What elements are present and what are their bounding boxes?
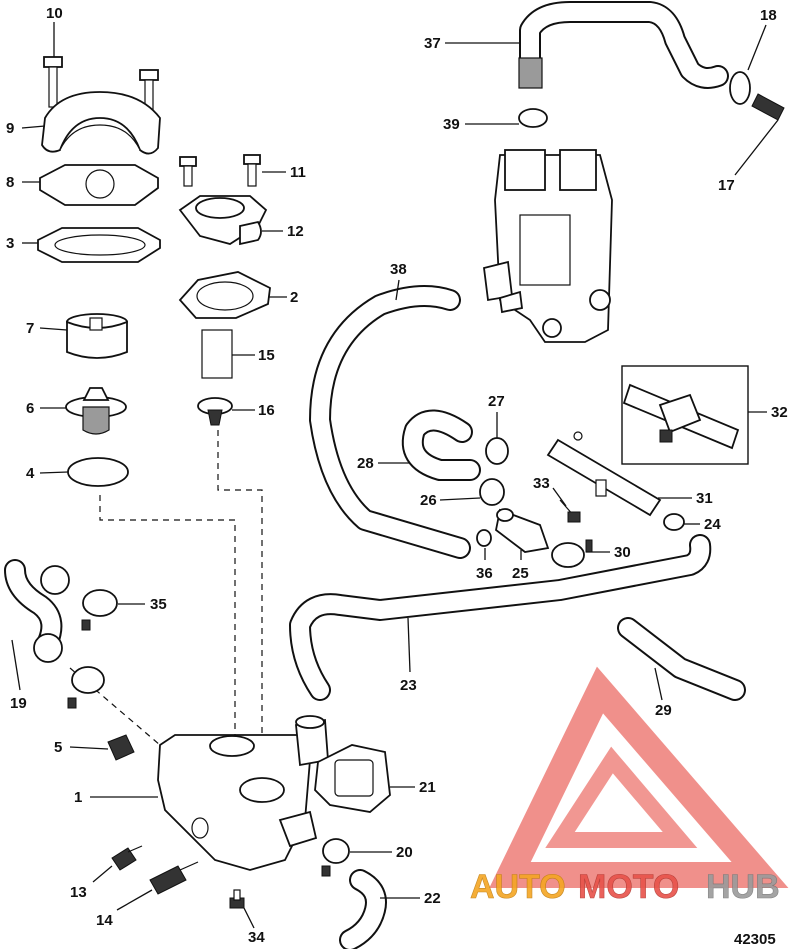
callout-4: 4 [26, 465, 35, 482]
part-9-cover [41, 91, 161, 155]
watermark-moto: MOTO [578, 868, 679, 906]
part-7-sleeve [66, 313, 128, 359]
part-31-tube [546, 431, 662, 517]
part-38-hose [309, 285, 471, 559]
part-21-gasket [314, 744, 391, 813]
callout-19: 19 [10, 695, 27, 712]
part-13-sensor [111, 845, 143, 871]
part-5-plug [107, 734, 135, 761]
part-16-valve [197, 397, 233, 426]
callout-37: 37 [424, 35, 441, 52]
part-15-spring [201, 329, 233, 379]
pump-assembly [483, 149, 613, 343]
callout-33: 33 [533, 475, 550, 492]
callout-27: 27 [488, 393, 505, 410]
part-35-clamp [67, 589, 118, 709]
part-8-plate [39, 164, 159, 206]
callout-15: 15 [258, 347, 275, 364]
part-27-clamp [485, 437, 509, 465]
part-22-hose [339, 869, 387, 949]
callout-28: 28 [357, 455, 374, 472]
part-34-bolt [229, 889, 245, 909]
part-20-clamp [321, 838, 350, 877]
callout-25: 25 [512, 565, 529, 582]
part-36-fitting [476, 529, 492, 547]
part-23-hose [289, 534, 712, 701]
part-25-fitting [495, 508, 550, 553]
part-33-bolt [559, 499, 581, 523]
part-19-elbow-hose [4, 559, 70, 663]
callout-22: 22 [424, 890, 441, 907]
callout-2: 2 [290, 289, 298, 306]
callout-11: 11 [290, 164, 306, 181]
part-30-clamp [551, 539, 593, 568]
callout-29: 29 [655, 702, 672, 719]
document-number: 42305 [734, 931, 776, 948]
callout-32: 32 [771, 404, 788, 421]
part-28-elbow-hose [401, 409, 481, 481]
watermark-triangle-inner [545, 746, 698, 848]
callout-35: 35 [150, 596, 167, 613]
part-29-hose [617, 617, 746, 701]
part-4-oring [67, 457, 129, 487]
callout-18: 18 [760, 7, 777, 24]
callout-17: 17 [718, 177, 735, 194]
watermark-text: AUTO MOTO HUB [470, 868, 780, 907]
callout-20: 20 [396, 844, 413, 861]
part-14-sensor [149, 861, 199, 895]
callout-13: 13 [70, 884, 87, 901]
watermark-logo [489, 666, 789, 888]
part-3-gasket [37, 227, 161, 263]
callout-24: 24 [704, 516, 721, 533]
leader-lines [11, 22, 779, 929]
part-1-housing [157, 715, 329, 871]
part-11-bolts [179, 154, 261, 187]
callout-1: 1 [74, 789, 82, 806]
part-17-fitting [751, 93, 785, 121]
callout-30: 30 [614, 544, 631, 561]
callout-5: 5 [54, 739, 62, 756]
alignment-lines [69, 430, 263, 760]
callout-39: 39 [443, 116, 460, 133]
watermark-auto: AUTO [470, 868, 566, 906]
part-24-clamp [663, 513, 685, 531]
part-18-clamp [729, 71, 751, 105]
callout-26: 26 [420, 492, 437, 509]
callout-9: 9 [6, 120, 14, 137]
callout-12: 12 [287, 223, 304, 240]
callout-34: 34 [248, 929, 265, 946]
callout-36: 36 [476, 565, 493, 582]
part-37-hose [518, 1, 729, 89]
part-2-gasket [178, 271, 271, 319]
part-6-thermostat [65, 387, 127, 435]
part-12-housing-cover [178, 195, 268, 246]
part-39-clamp [518, 108, 548, 128]
watermark-triangle-outer [489, 666, 789, 888]
callout-6: 6 [26, 400, 34, 417]
part-26-clamp [479, 478, 505, 506]
callout-10: 10 [46, 5, 63, 22]
part-32-boxed-fitting [621, 365, 749, 465]
callout-31: 31 [696, 490, 713, 507]
watermark-hub: HUB [706, 868, 780, 906]
callout-21: 21 [419, 779, 436, 796]
callout-3: 3 [6, 235, 14, 252]
callout-labels: 10 9 8 3 7 6 4 11 12 2 15 16 37 18 39 17… [6, 5, 788, 946]
callout-23: 23 [400, 677, 417, 694]
callout-16: 16 [258, 402, 275, 419]
callout-8: 8 [6, 174, 14, 191]
callout-14: 14 [96, 912, 113, 929]
callout-7: 7 [26, 320, 34, 337]
callout-38: 38 [390, 261, 407, 278]
